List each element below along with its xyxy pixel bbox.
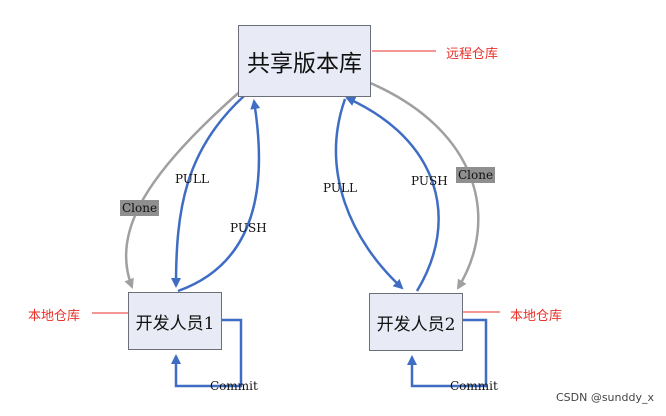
push-arrow-right: [345, 96, 440, 292]
annotation-local-repo-right: 本地仓库: [510, 309, 563, 324]
pull-arrow-left: [171, 95, 245, 288]
label-commit-left: Commit: [210, 379, 258, 393]
developer-2-box: 开发人员2: [369, 293, 463, 351]
commit-loop-left: [171, 318, 243, 388]
label-push-left: PUSH: [230, 221, 267, 235]
label-push-right: PUSH: [411, 174, 448, 188]
annotation-remote-repo: 远程仓库: [446, 47, 499, 62]
clone-arrow-left: [124, 87, 245, 289]
commit-loop-right: [407, 318, 488, 388]
watermark: CSDN @sunddy_x: [555, 391, 654, 404]
developer-1-box: 开发人员1: [128, 292, 222, 350]
central-repo-box: 共享版本库: [238, 25, 371, 97]
annotation-local-repo-left: 本地仓库: [28, 309, 81, 324]
push-arrow-left: [177, 99, 261, 293]
label-clone-right: Clone: [456, 167, 496, 183]
label-pull-right: PULL: [323, 181, 357, 195]
label-clone-left: Clone: [120, 200, 160, 216]
label-pull-left: PULL: [175, 172, 209, 186]
label-commit-right: Commit: [450, 379, 498, 393]
pull-arrow-right: [334, 98, 404, 290]
